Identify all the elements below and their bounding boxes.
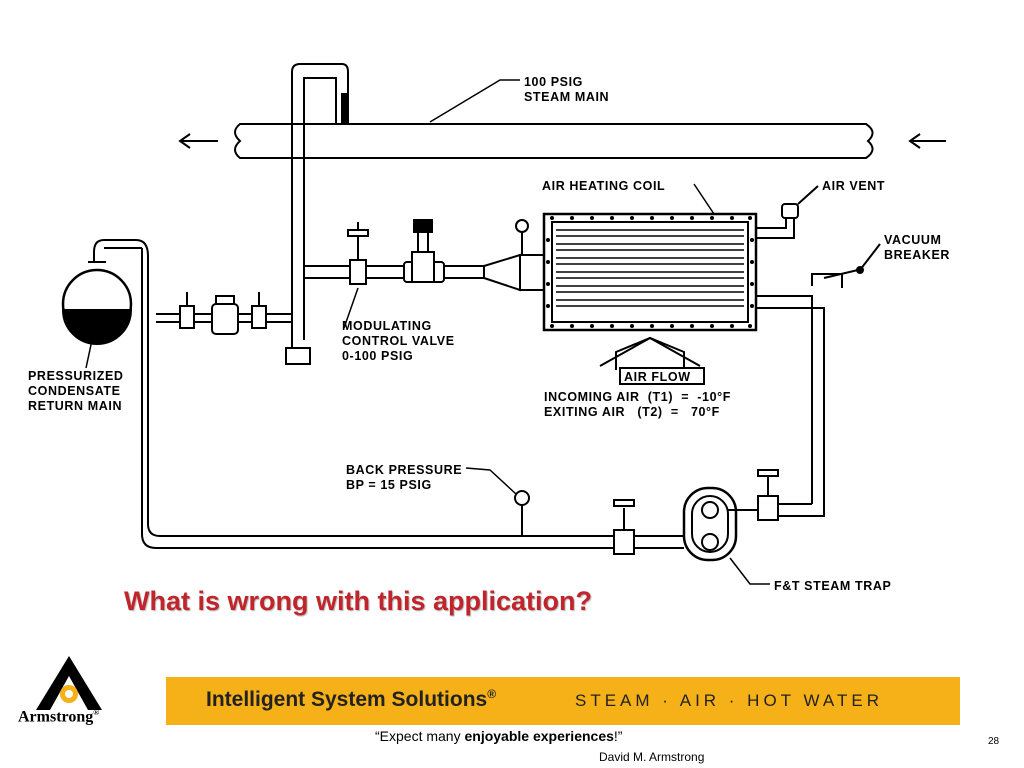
slide-number: 28: [988, 736, 1000, 747]
label-pressurized-line3: RETURN MAIN: [28, 399, 122, 413]
drip-leg-branch: [156, 292, 292, 335]
back-pressure-gauge: [514, 490, 530, 536]
label-vacuum-line2: BREAKER: [884, 248, 950, 262]
label-air-heating-coil: AIR HEATING COIL: [542, 179, 665, 193]
label-back-pressure-line2: BP = 15 PSIG: [346, 478, 432, 492]
label-incoming-air: INCOMING AIR (T1) = -10°F: [544, 390, 731, 404]
diagram-labels: 100 PSIG STEAM MAIN AIR HEATING COIL AIR…: [28, 75, 950, 593]
air-heating-coil: [542, 212, 758, 332]
air-vent-assembly: [756, 185, 819, 239]
label-pressurized-line2: CONDENSATE: [28, 384, 121, 398]
trap-inlet-gate-valve: [757, 469, 779, 521]
banner-tagline: STEAM · AIR · HOT WATER: [575, 691, 883, 710]
label-air-flow: AIR FLOW: [624, 370, 691, 384]
question-heading: What is wrong with this application?: [124, 586, 592, 616]
ft-steam-trap: [682, 486, 758, 562]
label-back-pressure-line1: BACK PRESSURE: [346, 463, 462, 477]
return-line-gate-valve: [613, 499, 635, 555]
supply-gate-valve: [347, 222, 369, 285]
coil-outlet-pipe: [756, 273, 843, 517]
modulating-control-valve: [403, 219, 445, 283]
label-exiting-air: EXITING AIR (T2) = 70°F: [544, 405, 720, 419]
condensate-return-line: [93, 239, 684, 549]
label-modulating-line1: MODULATING: [342, 319, 432, 333]
air-flow-arrow: [599, 336, 705, 385]
vacuum-breaker: [823, 243, 881, 279]
leader-lines: [85, 79, 770, 585]
footer-quote: “Expect many enjoyable experiences!”: [375, 728, 623, 744]
label-pressurized-line1: PRESSURIZED: [28, 369, 124, 383]
label-steam-main-line2: STEAM MAIN: [524, 90, 609, 104]
label-modulating-line3: 0-100 PSIG: [342, 349, 413, 363]
label-vacuum-line1: VACUUM: [884, 233, 942, 247]
label-steam-trap: F&T STEAM TRAP: [774, 579, 891, 593]
coil-inlet-gauge: [515, 219, 529, 255]
steam-main-pipe: [234, 123, 874, 159]
solutions-banner: Intelligent System Solutions® STEAM · AI…: [166, 677, 960, 725]
label-modulating-line2: CONTROL VALVE: [342, 334, 455, 348]
banner-title: Intelligent System Solutions®: [206, 687, 497, 711]
flow-arrow-left: [178, 133, 218, 149]
label-air-vent: AIR VENT: [822, 179, 885, 193]
label-steam-main-line1: 100 PSIG: [524, 75, 583, 89]
armstrong-logo-icon: [36, 656, 102, 710]
armstrong-logo-text: Armstrong®: [18, 708, 100, 726]
steam-riser: [285, 63, 349, 365]
condensate-return-tank: [61, 261, 133, 345]
footer-author: David M. Armstrong: [599, 750, 705, 764]
flow-arrow-right: [908, 133, 946, 149]
